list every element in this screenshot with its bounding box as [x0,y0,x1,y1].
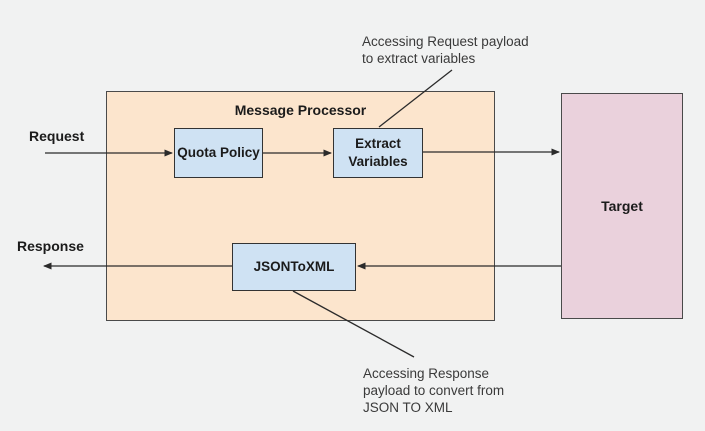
extract-variables-label: Extract Variables [348,136,408,169]
node-extract-variables: Extract Variables [333,128,423,178]
response-label: Response [17,238,84,254]
node-quota-policy: Quota Policy [174,128,263,178]
json-to-xml-label: JSONToXML [253,259,335,275]
quota-policy-label: Quota Policy [177,145,260,161]
annotation-response-payload: Accessing Response payload to convert fr… [363,366,505,415]
target-label: Target [601,198,643,214]
request-label: Request [29,128,85,144]
node-target: Target [561,93,683,319]
message-processor-title: Message Processor [234,102,367,118]
annotation-request-payload: Accessing Request payload to extract var… [362,34,529,66]
node-json-to-xml: JSONToXML [232,243,356,291]
